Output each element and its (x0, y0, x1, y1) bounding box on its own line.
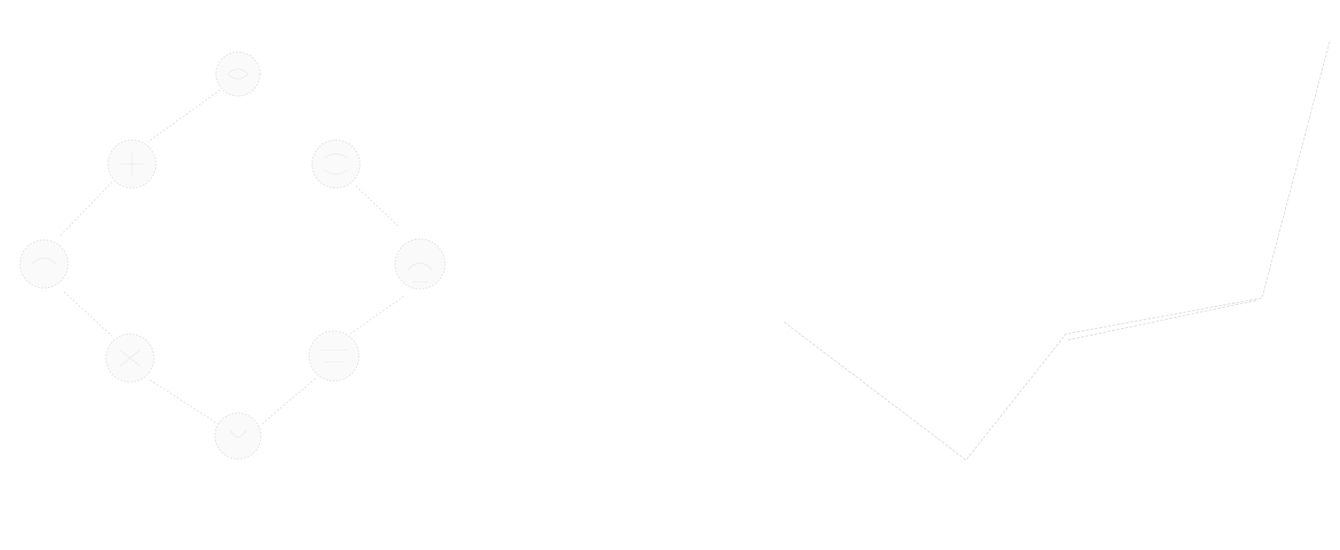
node-glyph (227, 68, 249, 80)
node-glyph (120, 152, 144, 176)
node-bottom[interactable] (214, 412, 262, 460)
circle-node-icon (19, 239, 69, 289)
edge-left-lower-left (63, 291, 113, 337)
network-edges (59, 89, 405, 425)
node-glyph (407, 262, 433, 283)
node-glyph (31, 257, 57, 265)
circle-node-icon (308, 330, 360, 382)
edge-right-upper-right (355, 185, 399, 227)
node-glyph (323, 153, 349, 175)
node-lower-left[interactable] (105, 333, 155, 383)
node-upper-left[interactable] (107, 139, 157, 189)
node-upper-right[interactable] (311, 139, 361, 189)
node-lower-right[interactable] (308, 330, 360, 382)
node-left[interactable] (19, 239, 69, 289)
edge-bottom-lower-right (261, 377, 317, 425)
edge-lower-right-right (349, 295, 405, 335)
edge-top-upper-left (147, 89, 221, 143)
node-right[interactable] (394, 238, 446, 290)
freeform-accent-line (1067, 299, 1259, 341)
node-glyph (320, 349, 348, 363)
freeform-shape (783, 39, 1331, 461)
freeform-polyline (783, 39, 1331, 461)
edge-upper-left-left (59, 181, 113, 237)
circle-node-icon (215, 51, 261, 97)
node-top[interactable] (215, 51, 261, 97)
network-nodes (19, 51, 446, 460)
edge-lower-left-bottom (149, 379, 219, 425)
circle-node-icon (394, 238, 446, 290)
node-glyph (229, 429, 247, 438)
circle-node-icon (214, 412, 262, 460)
circle-node-icon (311, 139, 361, 189)
node-glyph (119, 349, 141, 367)
